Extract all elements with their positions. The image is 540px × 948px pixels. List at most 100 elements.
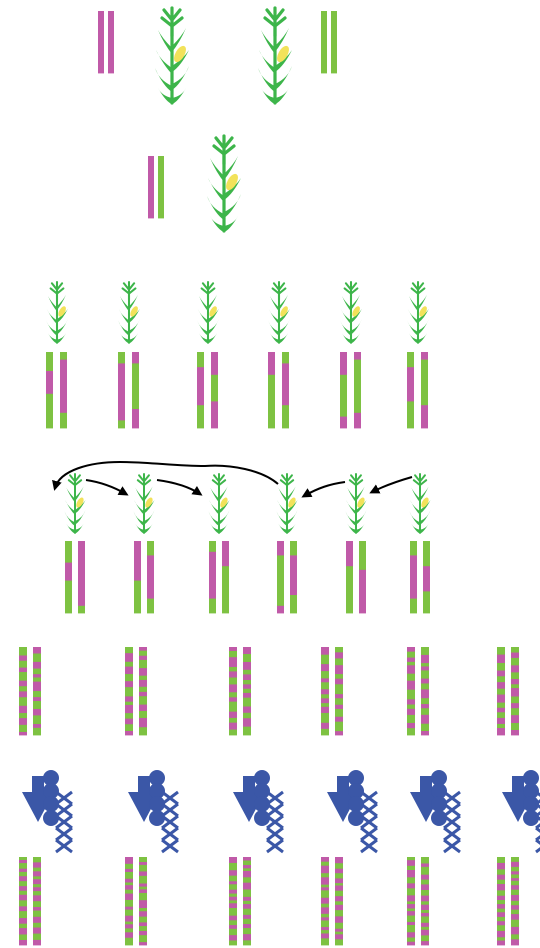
chromosome-right [211,352,218,429]
chromosome-left [497,857,505,946]
f2-plant-icon [197,280,219,344]
ril-chromosomes [497,647,519,736]
f2-plant-icon [46,280,68,344]
intercross-chromosomes [346,541,366,614]
chromosome-right [335,647,343,736]
parent-b-plant-icon [258,6,292,105]
f2-chromosomes [340,352,361,429]
chromosome-left [46,352,53,429]
chromosome-left [497,647,505,736]
intercross-plant-icon [64,473,86,534]
chromosome-left [19,647,27,736]
chromosome-right [331,11,337,74]
genotyped-chromosomes [19,857,41,946]
chromosome-right [290,541,297,614]
parent-b-chromosomes [321,11,337,74]
intercross-plant-icon [208,473,230,534]
cross-arrow [369,476,413,494]
chromosome-left [197,352,204,429]
genotyping-marker-icon [502,770,540,854]
f2-chromosomes [46,352,67,429]
f2-chromosomes [268,352,289,429]
chromosome-right [139,647,147,736]
ril-chromosomes [229,647,251,736]
cross-arrows [52,460,413,498]
chromosome-left [148,156,154,219]
genotyped-chromosomes [321,857,343,946]
intercross-chromosomes [277,541,297,614]
ril-chromosomes [407,647,429,736]
cross-arrow [85,479,129,496]
chromosome-right [243,857,251,946]
chromosome-left [125,647,133,736]
chromosome-left [229,647,237,736]
genotyping-marker-icon [128,770,179,854]
genotyped-chromosomes [229,857,251,946]
f2-plant-icon [407,280,429,344]
f2-plant-icon [340,280,362,344]
diagram-content [19,6,540,946]
chromosome-left [229,857,237,946]
intercross-chromosomes [410,541,430,614]
genotyping-marker-icon [22,770,73,854]
chromosome-right [423,541,430,614]
f2-chromosomes [407,352,428,429]
intercross-chromosomes [65,541,85,614]
intercross-plant-icon [345,473,367,534]
chromosome-right [335,857,343,946]
chromosome-right [359,541,366,614]
chromosome-right [60,352,67,429]
chromosome-left [19,857,27,946]
chromosome-right [33,647,41,736]
chromosome-left [407,647,415,736]
chromosome-right [421,352,428,429]
f2-chromosomes [118,352,139,429]
cross-arrow [156,479,203,496]
chromosome-left [321,647,329,736]
chromosome-right [108,11,114,74]
chromosome-right [78,541,85,614]
genotyped-chromosomes [407,857,429,946]
ril-chromosomes [19,647,41,736]
chromosome-left [209,541,216,614]
chromosome-right [132,352,139,429]
chromosome-left [340,352,347,429]
chromosome-right [421,857,429,946]
chromosome-left [98,11,104,74]
genotyping-marker-icon [233,770,284,854]
f2-plant-icon [268,280,290,344]
f2-chromosomes [197,352,218,429]
intercross-chromosomes [209,541,229,614]
chromosome-left [410,541,417,614]
cross-arrow [52,460,279,491]
chromosome-right [139,857,147,946]
chromosome-right [282,352,289,429]
f1-plant-icon [207,134,241,233]
ril-chromosomes [321,647,343,736]
chromosome-right [421,647,429,736]
intercross-plant-icon [133,473,155,534]
genotyped-chromosomes [497,857,519,946]
chromosome-left [407,857,415,946]
chromosome-left [134,541,141,614]
chromosome-right [511,647,519,736]
genotyping-marker-icon [327,770,378,854]
genotyping-marker-icon [410,770,461,854]
chromosome-right [511,857,519,946]
parent-a-plant-icon [155,6,189,105]
chromosome-left [65,541,72,614]
chromosome-left [407,352,414,429]
parent-a-chromosomes [98,11,114,74]
f1-chromosomes [148,156,164,219]
chromosome-left [125,857,133,946]
chromosome-right [158,156,164,219]
ril-chromosomes [125,647,147,736]
genotyped-chromosomes [125,857,147,946]
intercross-plant-icon [409,473,431,534]
chromosome-right [147,541,154,614]
chromosome-left [321,857,329,946]
cross-arrow [301,481,346,498]
intercross-plant-icon [276,473,298,534]
chromosome-right [33,857,41,946]
